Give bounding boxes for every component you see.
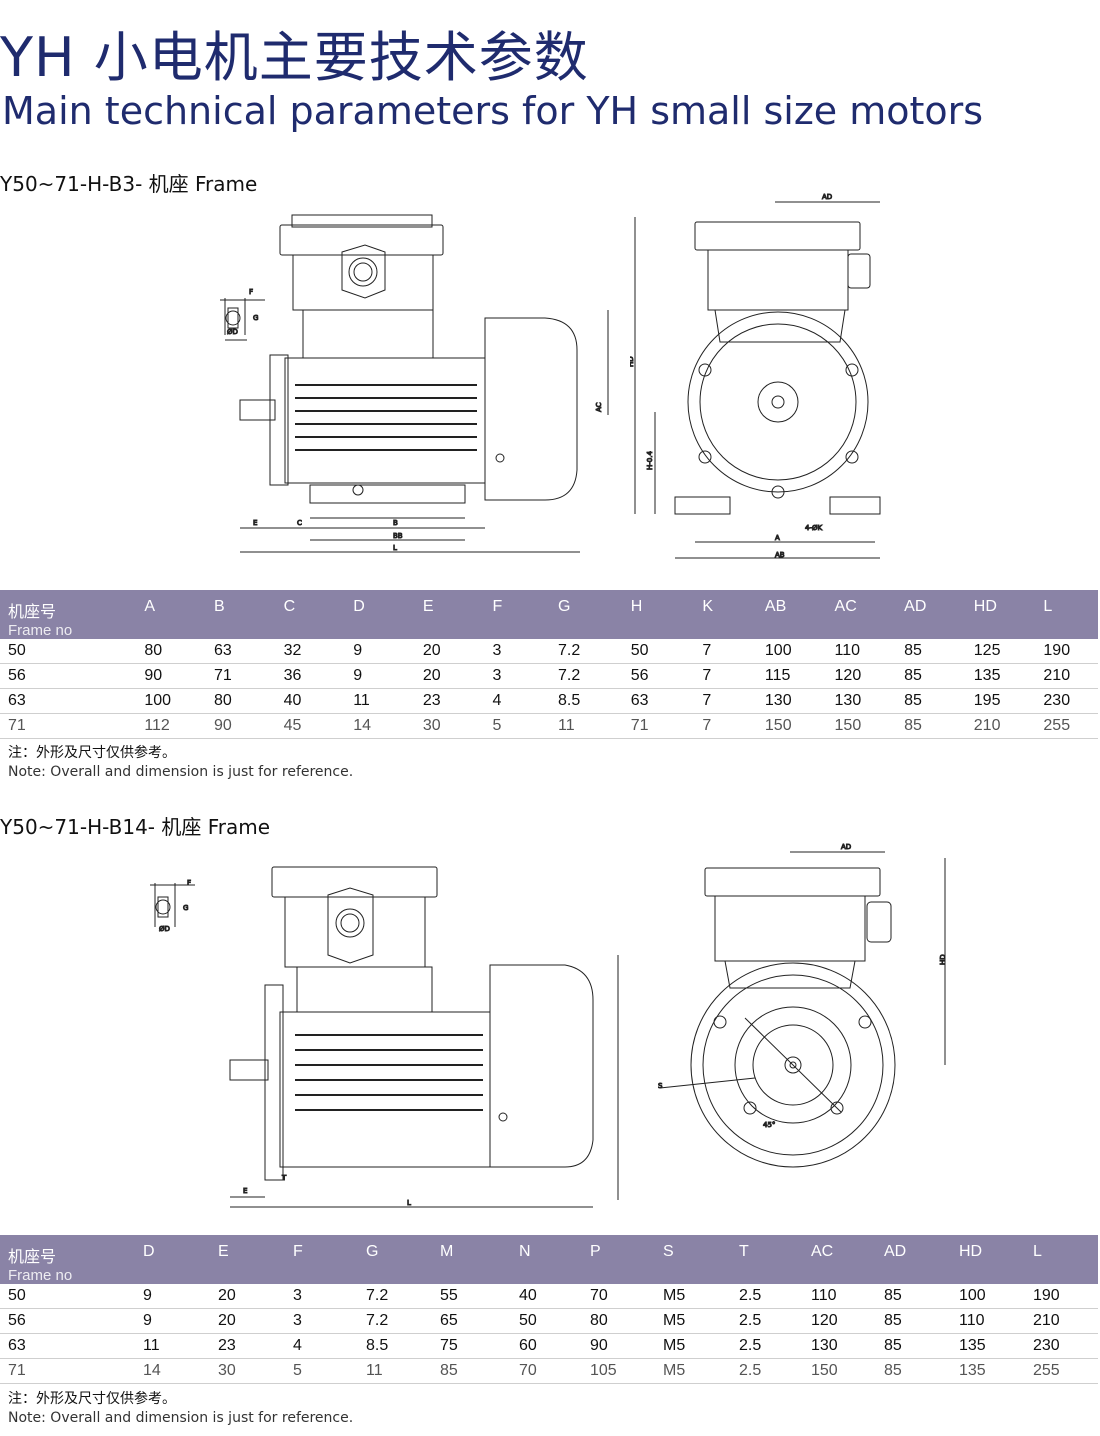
header-col: L: [1043, 598, 1053, 615]
section1-label: Y50~71-H-B3- 机座 Frame: [0, 172, 258, 196]
dim-ad: AD: [841, 843, 851, 851]
dim-g: G: [253, 314, 258, 322]
dim-angle: 45°: [763, 1121, 775, 1129]
b3-end-view-drawing: AD HD H-0.4 4-ØK A AB: [630, 193, 881, 560]
header-col: D: [143, 1243, 155, 1260]
header-col: F: [293, 1243, 303, 1260]
dim-d: ØD: [227, 328, 238, 336]
header-col: E: [422, 598, 434, 615]
dim-bb: BB: [393, 532, 403, 540]
b14-side-view-drawing: F G ØD T E L: [150, 866, 619, 1208]
dim-h: H-0.4: [646, 451, 654, 470]
dim-ac: AC: [595, 402, 603, 412]
dim-e: E: [243, 1187, 247, 1195]
note-en: Note: Overall and dimension is just for …: [8, 764, 354, 780]
header-col: AC: [811, 1243, 834, 1260]
dim-k: 4-ØK: [805, 524, 822, 532]
header-col: HD: [973, 598, 997, 615]
dim-d: ØD: [159, 925, 170, 933]
dim-l: L: [407, 1199, 411, 1207]
header-col: A: [144, 598, 155, 615]
shaft-section-detail: [220, 298, 265, 341]
header-col: C: [283, 598, 296, 615]
dim-ad: AD: [822, 193, 832, 201]
dim-f: F: [187, 879, 191, 887]
dim-s: S: [658, 1082, 663, 1090]
b14-end-view-drawing: AD HD S 45°: [658, 843, 948, 1168]
b3-side-view-drawing: F G ØD E C B BB L AC: [220, 214, 609, 553]
note-cn: 注：外形及尺寸仅供参考。: [8, 745, 176, 761]
note-en: Note: Overall and dimension is just for …: [8, 1410, 354, 1426]
header-col: AB: [764, 598, 787, 615]
dim-t: T: [281, 1174, 287, 1182]
header-col: AD: [904, 598, 927, 615]
header-col: K: [702, 598, 713, 615]
header-col: T: [739, 1243, 749, 1260]
header-col: B: [213, 598, 225, 615]
header-col: HD: [959, 1243, 983, 1260]
dim-a: A: [775, 534, 780, 542]
dim-f: F: [249, 288, 253, 296]
header-col: G: [366, 1243, 379, 1260]
header-col: AD: [884, 1243, 907, 1260]
dim-ab: AB: [775, 551, 785, 559]
note-cn: 注：外形及尺寸仅供参考。: [8, 1391, 176, 1407]
header-col: AC: [834, 598, 857, 615]
dim-l: L: [393, 544, 397, 552]
header-col: D: [353, 598, 365, 615]
page-title-en: Main technical parameters for YH small s…: [2, 89, 984, 133]
header-col: F: [492, 598, 503, 615]
header-col: H: [630, 598, 643, 615]
header-col: N: [519, 1243, 531, 1260]
header-col: P: [590, 1243, 601, 1260]
shaft-section-detail: [150, 883, 195, 927]
section1-note: 注：外形及尺寸仅供参考。 Note: Overall and dimension…: [8, 744, 353, 782]
section2-note: 注：外形及尺寸仅供参考。 Note: Overall and dimension…: [8, 1390, 353, 1428]
header-col: L: [1033, 1243, 1042, 1260]
header-col: G: [558, 598, 571, 615]
header-col: E: [218, 1243, 229, 1260]
dim-b: B: [393, 519, 398, 527]
section2-label: Y50~71-H-B14- 机座 Frame: [0, 815, 271, 839]
page-title-cn: YH 小电机主要技术参数: [0, 26, 589, 89]
header-col: M: [440, 1243, 454, 1260]
dim-hd: HD: [939, 954, 947, 965]
header-col: S: [663, 1243, 674, 1260]
dim-c: C: [297, 519, 302, 527]
dim-hd: HD: [630, 356, 635, 367]
dim-e: E: [253, 519, 257, 527]
dim-g: G: [183, 904, 188, 912]
